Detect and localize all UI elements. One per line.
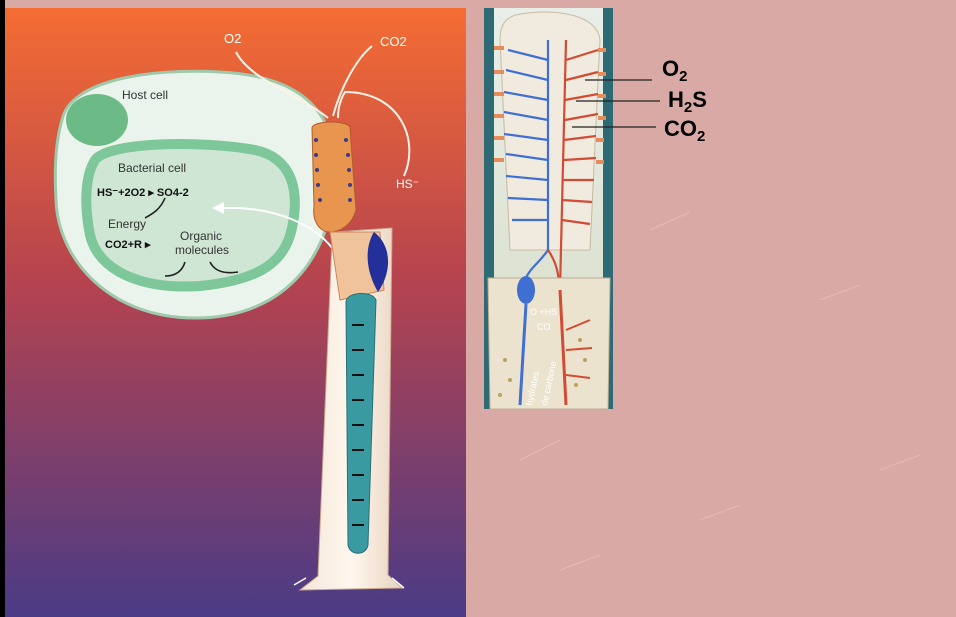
organic-label-line2: molecules: [175, 243, 229, 257]
o2-label: O2: [224, 31, 241, 46]
plume: [312, 122, 356, 232]
co2-label: CO2: [380, 34, 407, 49]
inset-text-o2-hs: O +HS: [530, 307, 557, 317]
oxidation-reaction: HS⁻+2O2 ▸ SO4-2: [97, 187, 189, 199]
energy-label: Energy: [108, 217, 146, 231]
label-h2s: H2S: [668, 89, 707, 119]
bacterial-cell-label: Bacterial cell: [118, 161, 186, 175]
label-co2: CO2: [664, 118, 705, 148]
organic-label-line1: Organic: [180, 229, 222, 243]
plume-outline: [500, 12, 600, 250]
inset-text-co: CO: [537, 322, 551, 332]
host-cell-nucleus: [66, 94, 128, 146]
host-cell-label: Host cell: [122, 88, 168, 102]
left-diagram-panel: O2 CO2 HS⁻ Host cell Bacterial cell HS⁻+…: [0, 0, 466, 617]
label-o2: O2: [662, 58, 687, 88]
right-anatomy-photo: O +HS CO hydrates de carbone: [484, 8, 660, 409]
heart-blue: [517, 276, 535, 304]
fixation-reaction: CO2+R ▸: [105, 239, 151, 251]
hs-label: HS⁻: [396, 177, 419, 191]
